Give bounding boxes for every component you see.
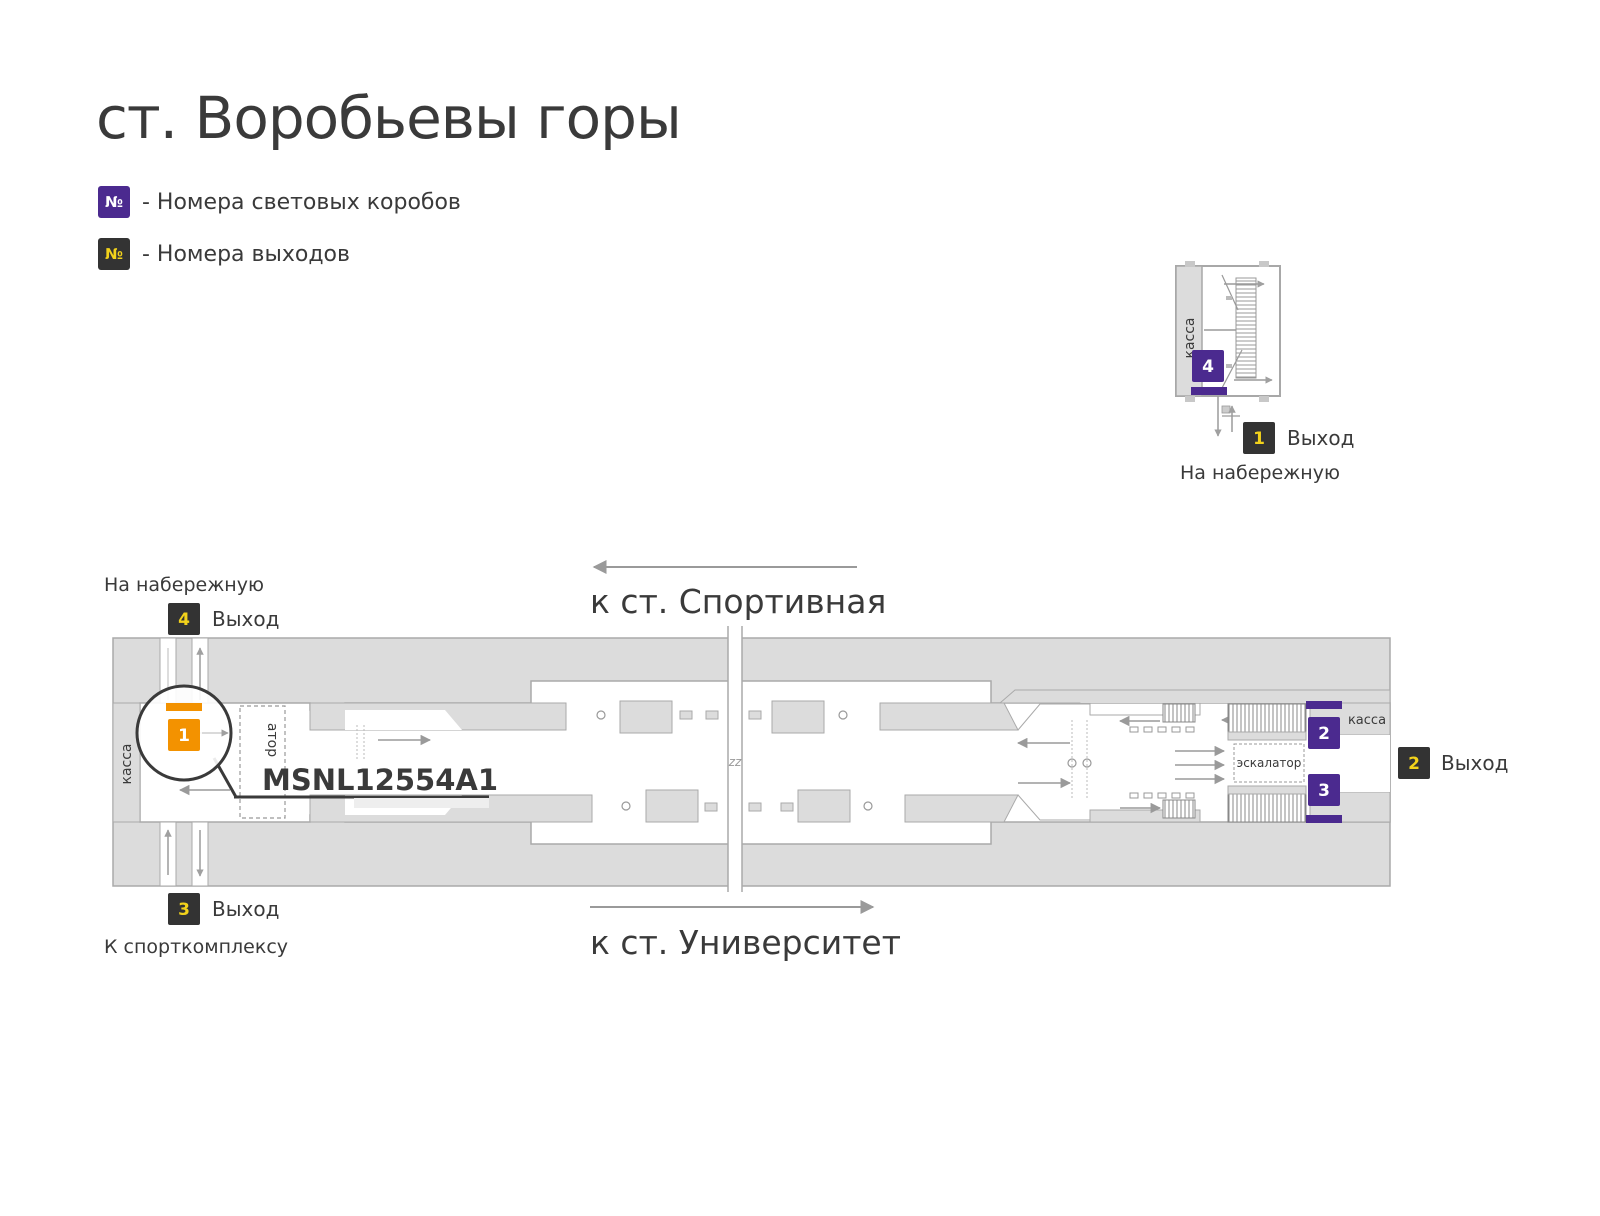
exit-3-badge — [168, 893, 200, 925]
inset-exit-1-badge — [1243, 422, 1275, 454]
page-title: ст. Воробьевы горы — [96, 84, 682, 152]
legend-lightbox: № - Номера световых коробов — [98, 186, 461, 218]
lightbox-strip-bottom — [1306, 815, 1342, 823]
exit-4-badge — [168, 603, 200, 635]
exit-4-destination: На набережную — [104, 574, 264, 596]
inset-exit-label: Выход — [1287, 426, 1354, 450]
highlight-strip — [166, 703, 202, 711]
right-kassa-label: касса — [1348, 713, 1386, 728]
exit-3-label: Выход — [212, 897, 279, 921]
lightbox-2 — [1308, 717, 1340, 749]
legend-exit: № - Номера выходов — [98, 238, 350, 270]
right-escalator-label: эскалатор — [1237, 756, 1302, 770]
inset-kassa-label: касса — [1182, 317, 1198, 358]
lightbox-3 — [1308, 774, 1340, 806]
left-escalator-label: атор — [264, 723, 280, 757]
lightbox-3-number: 3 — [1318, 781, 1330, 801]
exit-4-label: Выход — [212, 607, 279, 631]
inset-lightbox-number: 4 — [1202, 357, 1214, 377]
exit-3-number: 3 — [178, 900, 190, 920]
exit-3-destination: К спорткомплексу — [104, 936, 288, 958]
exit-2-number: 2 — [1408, 754, 1420, 774]
highlight-lightbox-1 — [168, 719, 200, 751]
lightbox-legend-icon: № — [98, 186, 130, 218]
legend-exit-label: - Номера выходов — [142, 241, 350, 267]
left-kassa-label: касса — [119, 743, 135, 784]
highlight-code: MSNL12554A1 — [262, 763, 498, 797]
tunnel-break-label: zz — [728, 755, 742, 769]
inset-lightbox-4 — [1192, 350, 1224, 382]
lightbox-2-number: 2 — [1318, 724, 1330, 744]
exit-2-badge — [1398, 747, 1430, 779]
highlight-number: 1 — [178, 726, 190, 746]
exit-4-number: 4 — [178, 610, 190, 630]
direction-bottom-label: к ст. Университет — [590, 923, 901, 962]
inset-lightbox-strip — [1191, 387, 1227, 395]
station-plan: касса атор — [112, 626, 1391, 892]
direction-top-label: к ст. Спортивная — [590, 582, 886, 621]
exit-2-label: Выход — [1441, 751, 1508, 775]
inset-exit-number: 1 — [1253, 429, 1265, 449]
inset-destination: На набережную — [1180, 462, 1340, 484]
legend-lightbox-label: - Номера световых коробов — [142, 189, 461, 215]
exit-legend-icon: № — [98, 238, 130, 270]
lightbox-strip-top — [1306, 701, 1342, 709]
inset-vestibule: касса 4 1 Выход На набережную — [1175, 261, 1354, 484]
